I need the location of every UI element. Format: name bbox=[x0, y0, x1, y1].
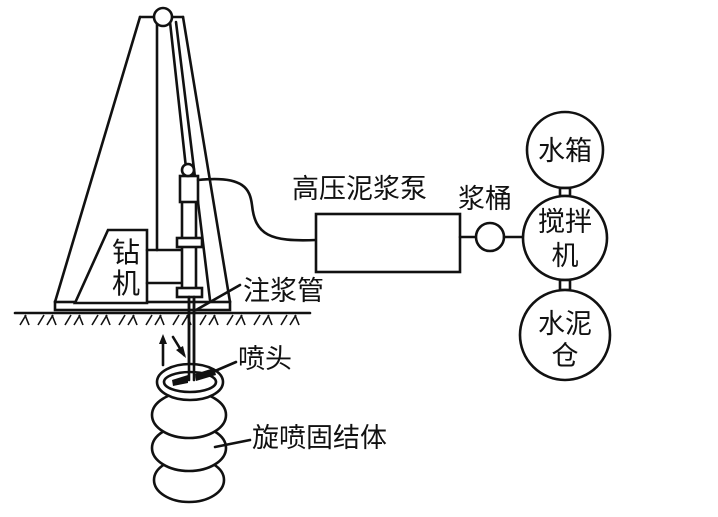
cement-silo-label-1: 水泥 bbox=[538, 309, 592, 340]
mixer-label-1: 搅拌 bbox=[538, 207, 592, 238]
drill-label-1: 钻 bbox=[112, 236, 140, 269]
mixer-label-2: 机 bbox=[552, 241, 579, 272]
ground-hatch-mark bbox=[91, 314, 99, 326]
ground-hatch-mark bbox=[105, 314, 111, 326]
ground-hatch-mark bbox=[280, 314, 288, 326]
ground-hatch-mark bbox=[213, 314, 219, 326]
jet-grouted-body-label: 旋喷固结体 bbox=[252, 423, 387, 454]
slurry-bucket-label: 浆桶 bbox=[458, 184, 512, 215]
nozzle-jet-left bbox=[172, 375, 188, 386]
rotation-arrow-icon bbox=[171, 335, 186, 358]
jet-grouted-column bbox=[150, 295, 228, 504]
ground-hatch-mark bbox=[294, 314, 300, 326]
cement-silo bbox=[518, 288, 612, 382]
grout-hose bbox=[196, 177, 318, 242]
grout-pipe-label: 注浆管 bbox=[243, 276, 324, 307]
drill-tower bbox=[53, 6, 232, 304]
ground-hatch-mark bbox=[226, 314, 234, 326]
pump-label: 高压泥浆泵 bbox=[292, 174, 427, 205]
ground-hatch-mark bbox=[37, 314, 45, 326]
nozzle-jet-right bbox=[195, 368, 216, 381]
cement-silo-label-2: 仓 bbox=[552, 341, 579, 372]
ground-hatch-mark bbox=[267, 314, 273, 326]
ground-hatch-mark bbox=[64, 314, 72, 326]
water-tank-label: 水箱 bbox=[538, 136, 592, 167]
nozzle-label: 喷头 bbox=[238, 344, 292, 375]
ground-hatch-mark bbox=[172, 314, 180, 326]
ground-hatch-mark bbox=[199, 314, 207, 326]
ground-hatch-mark bbox=[145, 314, 153, 326]
ground-hatch-mark bbox=[118, 314, 126, 326]
drill-label-2: 机 bbox=[112, 267, 140, 300]
ground-hatch-mark bbox=[253, 314, 261, 326]
pulley-icon bbox=[152, 6, 174, 28]
ground-hatch-mark bbox=[51, 314, 57, 326]
ground-hatch-mark bbox=[78, 314, 84, 326]
slurry-bucket bbox=[474, 221, 506, 253]
ground-hatch-mark bbox=[24, 314, 30, 326]
drill-machine bbox=[72, 228, 149, 305]
ground-hatch-mark bbox=[240, 314, 246, 326]
lift-arrow-icon bbox=[159, 334, 167, 367]
ground-hatch-mark bbox=[132, 314, 138, 326]
ground-hatch-mark bbox=[159, 314, 165, 326]
high-pressure-pump bbox=[314, 212, 462, 274]
ground bbox=[13, 311, 312, 326]
